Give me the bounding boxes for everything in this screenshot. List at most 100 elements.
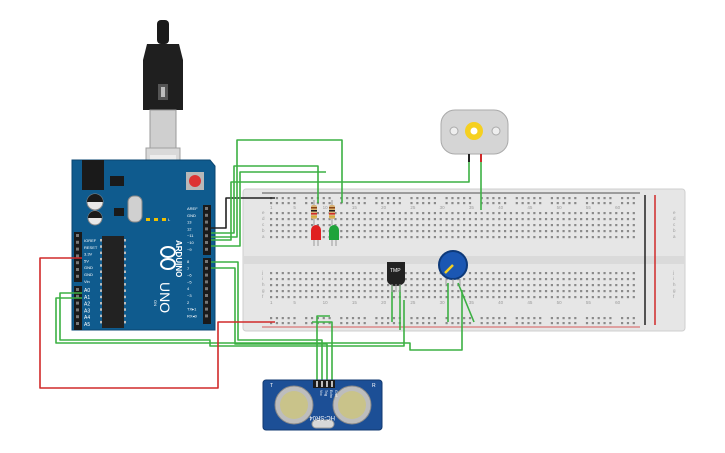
bb-row-letter: j: [261, 270, 263, 275]
bb-row-letter: d: [262, 216, 265, 221]
digital-pin-label: ~10: [187, 240, 195, 245]
bb-col-number: 50: [557, 300, 563, 305]
sensor-pin-label: Gnd: [334, 390, 338, 397]
bb-col-number: 25: [410, 205, 416, 210]
analog-header[interactable]: [74, 286, 82, 330]
power-pin-label: GND: [84, 265, 93, 270]
bb-row-letter: h: [262, 282, 265, 287]
bb-col-number: 40: [498, 300, 504, 305]
bb-col-number: 40: [498, 205, 504, 210]
bb-col-number: 30: [440, 205, 446, 210]
digital-pin-label: RX◂0: [187, 313, 198, 318]
bb-col-number: 10: [323, 300, 329, 305]
bb-row-letter: f: [673, 294, 675, 299]
on-label: ON: [153, 300, 158, 306]
wire-vcc-sensor[interactable]: [316, 315, 330, 380]
analog-pin-label: A2: [84, 302, 90, 308]
bb-col-number: 5: [293, 300, 296, 305]
wire-echo[interactable]: [211, 267, 328, 380]
bb-col-number: 25: [410, 300, 416, 305]
digital-pin-label: GND: [187, 213, 196, 218]
potentiometer-icon[interactable]: [438, 250, 468, 286]
wire-a1[interactable]: [55, 290, 463, 351]
jumper-pot-2[interactable]: [457, 282, 475, 323]
arduino-model: UNO: [157, 282, 173, 313]
bb-col-number: 35: [469, 205, 475, 210]
bb-row-letter: j: [672, 270, 674, 275]
reset-button[interactable]: [186, 172, 204, 190]
bb-col-number: 10: [323, 205, 329, 210]
bb-row-letter: g: [673, 288, 676, 293]
bb-col-number: 30: [440, 300, 446, 305]
bb-col-number: 55: [586, 300, 592, 305]
bb-col-number: 15: [352, 300, 358, 305]
digital-pin-label: 2: [187, 300, 190, 305]
digital-pin-label: ~6: [187, 273, 192, 278]
temperature-sensor-icon[interactable]: TMP: [387, 262, 405, 292]
bb-row-letter: b: [262, 228, 265, 233]
l-led-label: L: [168, 217, 171, 222]
power-pin-label: 5V: [84, 258, 89, 263]
bb-col-number: 20: [381, 205, 387, 210]
bb-row-letter: f: [262, 294, 264, 299]
sensor-pin-label: Echo: [329, 390, 333, 398]
wire-gnd-to-rail[interactable]: [211, 197, 275, 229]
bb-col-number: 5: [293, 205, 296, 210]
bb-row-letter: d: [673, 216, 676, 221]
bb-row-letter: g: [262, 288, 265, 293]
bb-row-letter: a: [673, 234, 676, 239]
resistor-icon[interactable]: [329, 200, 335, 225]
digital-header-bottom[interactable]: [203, 258, 211, 324]
power-pin-label: RESET: [84, 245, 98, 250]
led-icon[interactable]: [311, 225, 321, 246]
bb-col-number: 15: [352, 205, 358, 210]
dc-motor-icon[interactable]: [440, 109, 509, 162]
bb-row-letter: h: [673, 282, 676, 287]
bb-col-number: 45: [527, 300, 533, 305]
bb-row-letter: c: [262, 222, 265, 227]
arduino-infinity-logo: [160, 246, 176, 270]
bb-row-letter: i: [262, 276, 263, 281]
led-icon[interactable]: [329, 225, 339, 246]
arduino-brand: ARDUINO: [174, 240, 183, 277]
wire-pin-x[interactable]: [211, 171, 326, 247]
wire-led-red[interactable]: [211, 165, 319, 234]
bb-row-letter: i: [673, 276, 674, 281]
bb-col-number: 1: [270, 300, 273, 305]
crystal-oscillator: [127, 195, 143, 223]
wire-a0[interactable]: [59, 292, 405, 347]
wire-5v[interactable]: [39, 257, 275, 389]
digital-pin-label: 12: [187, 226, 192, 231]
resistor-icon[interactable]: [311, 200, 317, 225]
analog-pin-label: A4: [84, 315, 90, 321]
power-pin-label: Vin: [84, 279, 90, 284]
wire-led-green[interactable]: [211, 139, 343, 238]
analog-pin-label: A0: [84, 288, 90, 294]
bb-col-number: 35: [469, 300, 475, 305]
sensor-r-mark: R: [372, 383, 376, 389]
bb-col-number: 45: [527, 205, 533, 210]
digital-pin-label: 7: [187, 266, 190, 271]
digital-pin-label: 4: [187, 286, 190, 291]
sensor-pin-label: Trig: [324, 390, 328, 396]
wires[interactable]: [39, 139, 482, 389]
tmp-label: TMP: [390, 268, 401, 274]
digital-pin-label: 8: [187, 259, 190, 264]
bb-col-number: 50: [557, 205, 563, 210]
bb-col-number: 55: [586, 205, 592, 210]
wire-motor-black[interactable]: [211, 162, 470, 241]
sensor-t-mark: T: [270, 383, 273, 389]
wire-trig[interactable]: [211, 261, 323, 380]
digital-pin-label: ~3: [187, 293, 192, 298]
analog-pin-label: A5: [84, 322, 90, 328]
digital-pin-label: ~9: [187, 247, 192, 252]
power-pin-label: 3.3V: [84, 252, 93, 257]
bb-col-number: 60: [615, 300, 621, 305]
power-pin-label: GND: [84, 272, 93, 277]
sensor-pin-label: Vcc: [319, 390, 323, 396]
analog-pin-label: A3: [84, 308, 90, 314]
wire-gnd-sensor[interactable]: [312, 321, 333, 380]
